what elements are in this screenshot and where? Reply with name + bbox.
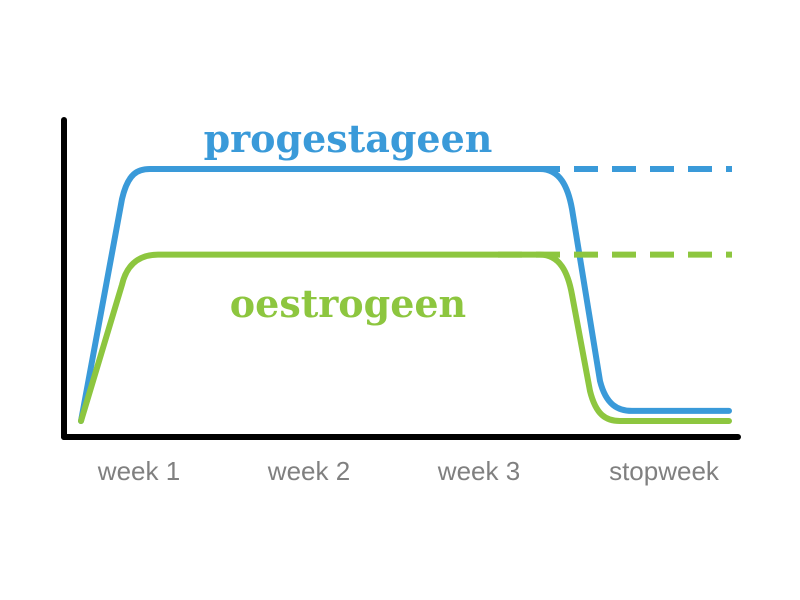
- axes: [61, 117, 741, 440]
- x-tick-label: week 2: [267, 456, 350, 486]
- x-tick-labels: week 1 week 2 week 3 stopweek: [97, 456, 720, 486]
- series-label-progestageen: progestageen: [204, 116, 493, 161]
- x-tick-label: week 1: [97, 456, 180, 486]
- series-line-progestageen: [78, 166, 732, 424]
- series-label-oestrogeen: oestrogeen: [230, 281, 466, 326]
- series-line-oestrogeen: [78, 251, 732, 424]
- x-tick-label: week 3: [437, 456, 520, 486]
- series-layer: [78, 166, 732, 424]
- x-tick-label: stopweek: [609, 456, 720, 486]
